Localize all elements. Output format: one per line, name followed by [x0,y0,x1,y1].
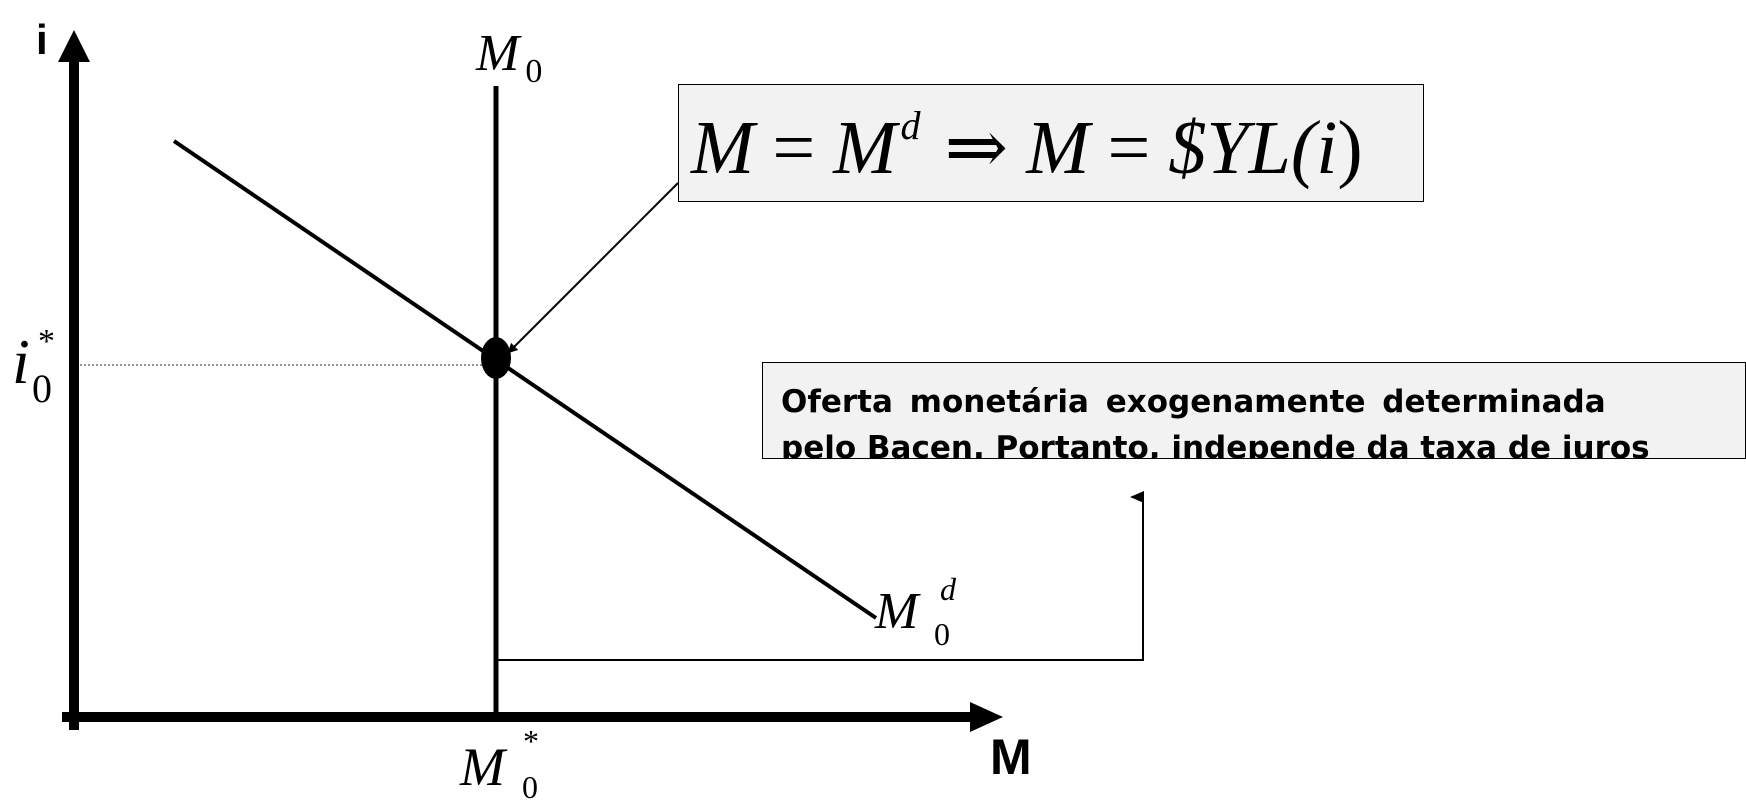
formula-implies: ⇒ [945,106,1009,190]
money-supply-note: Oferta monetária exogenamente determinad… [762,362,1746,459]
equilibrium-point [481,337,511,379]
formula-syl: $YL( [1168,106,1321,190]
y-axis-label: i [36,16,48,63]
formula-eq1: = [772,106,815,190]
x-axis-label: M [990,729,1032,785]
svg-text:M=Md⇒M=$YL(i): M=Md⇒M=$YL(i) [690,103,1363,190]
note-line-1: Oferta monetária exogenamente determinad… [781,384,1606,420]
formula-m3: M [1025,106,1093,190]
formula-arrow [507,182,679,354]
x-axis-arrowhead [970,702,1003,732]
formula-m2: M [832,106,900,190]
note-connector [498,491,1144,661]
demand-curve-label: M [874,583,921,640]
interest-rate-equilibrium-label-sub: 0 [32,366,52,411]
interest-rate-equilibrium-label-sup: * [38,323,55,360]
interest-rate-equilibrium-label: i [12,326,30,397]
formula-i: i [1316,106,1337,190]
demand-curve-label-sub: 0 [934,616,950,652]
money-equilibrium-label-sup: * [523,723,539,759]
money-demand-curve [172,139,878,620]
money-equilibrium-label: M [459,737,508,797]
y-axis-arrowhead [58,30,90,62]
formula-eq2: = [1108,106,1151,190]
money-equilibrium-label-sub: 0 [522,769,538,800]
note-line-2: pelo Bacen. Portanto, independe da taxa … [781,430,1650,459]
demand-curve-label-sup: d [940,571,957,607]
formula-close-paren: ) [1337,106,1362,190]
formula-d-superscript: d [901,103,922,148]
formula-m1: M [690,106,758,190]
